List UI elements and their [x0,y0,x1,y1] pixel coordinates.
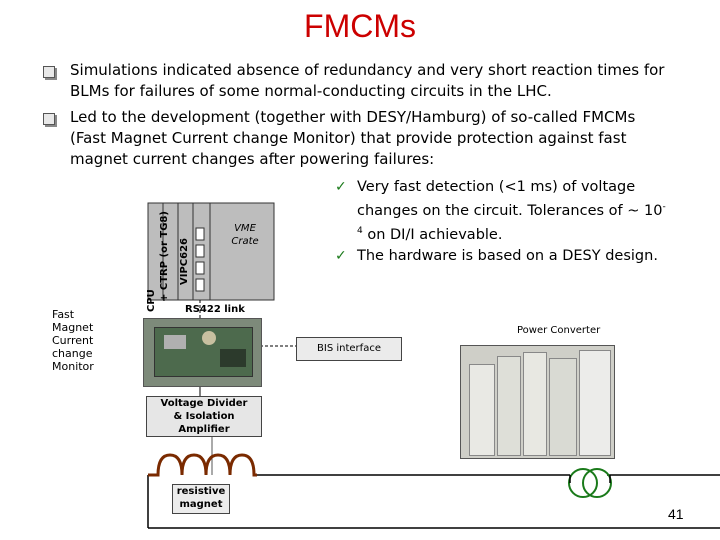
power-converter-photo [460,345,615,459]
fmcm-label-line-2: Magnet [52,321,94,334]
vme-label-line-2: Crate [231,236,259,247]
vme-label-line-1: VME [234,223,256,234]
page-number: 41 [668,506,684,522]
fmcm-label-line-4: change [52,347,93,360]
rs422-link-label: RS422 link [185,304,245,315]
fmcm-label-line-5: Monitor [52,360,94,373]
divider-line-1: Voltage Divider [160,398,248,409]
vme-crate [147,202,275,301]
bullet-2-line-3: magnet current changes after powering fa… [70,150,435,168]
check-icon: ✓ [335,179,347,195]
check-2-line-1: The hardware is based on a DESY design. [357,248,658,264]
check-1-line-2: changes on the circuit. Tolerances of ~ … [357,202,663,219]
vipc-label: VIPC626 [179,237,190,285]
divider-line-3: Amplifier [178,424,230,435]
voltage-divider-box: Voltage Divider & Isolation Amplifier [146,396,262,437]
check-1-superscript: - [662,202,666,212]
bullet-marker [43,66,55,78]
check-1-line-3: on DI/I achievable. [362,226,503,243]
fmcm-photo [143,318,262,387]
ctrp-label: + CTRP (or TG8) [159,211,170,302]
bullet-marker [43,113,55,125]
magnet-line-1: resistive [176,486,226,497]
card-slot [195,227,205,241]
vme-crate-label: VME Crate [225,222,265,248]
power-converter-label: Power Converter [517,325,601,336]
bullet-2-line-1: Led to the development (together with DE… [70,108,636,126]
bullet-1: Simulations indicated absence of redunda… [70,60,710,102]
card-slot [195,244,205,258]
power-source-symbol [568,468,598,498]
magnet-line-2: magnet [179,499,223,510]
bullet-2-line-2: (Fast Magnet Current change Monitor) tha… [70,129,627,147]
divider-line-2: & Isolation [173,411,235,422]
bullet-2: Led to the development (together with DE… [70,107,710,170]
check-icon: ✓ [335,248,347,264]
magnet-coil [148,453,257,477]
resistive-magnet-box: resistive magnet [172,484,230,514]
slide-title: FMCMs [304,8,416,44]
bullet-1-line-1: Simulations indicated absence of redunda… [70,61,665,79]
bullet-1-line-2: BLMs for failures of some normal-conduct… [70,82,552,100]
fmcm-label-line-1: Fast [52,308,75,321]
card-slot [195,278,205,292]
check-item-2: ✓ The hardware is based on a DESY design… [335,246,705,266]
card-slot [195,261,205,275]
cpu-label: CPU [146,289,157,312]
check-1-exponent: 4 [357,225,363,236]
fmcm-label-line-3: Current [52,334,94,347]
check-item-1: ✓ Very fast detection (<1 ms) of voltage… [335,177,705,245]
bis-interface-box: BIS interface [296,337,402,361]
check-1-line-1: Very fast detection (<1 ms) of voltage [357,179,636,195]
fmcm-label: Fast Magnet Current change Monitor [52,308,122,373]
